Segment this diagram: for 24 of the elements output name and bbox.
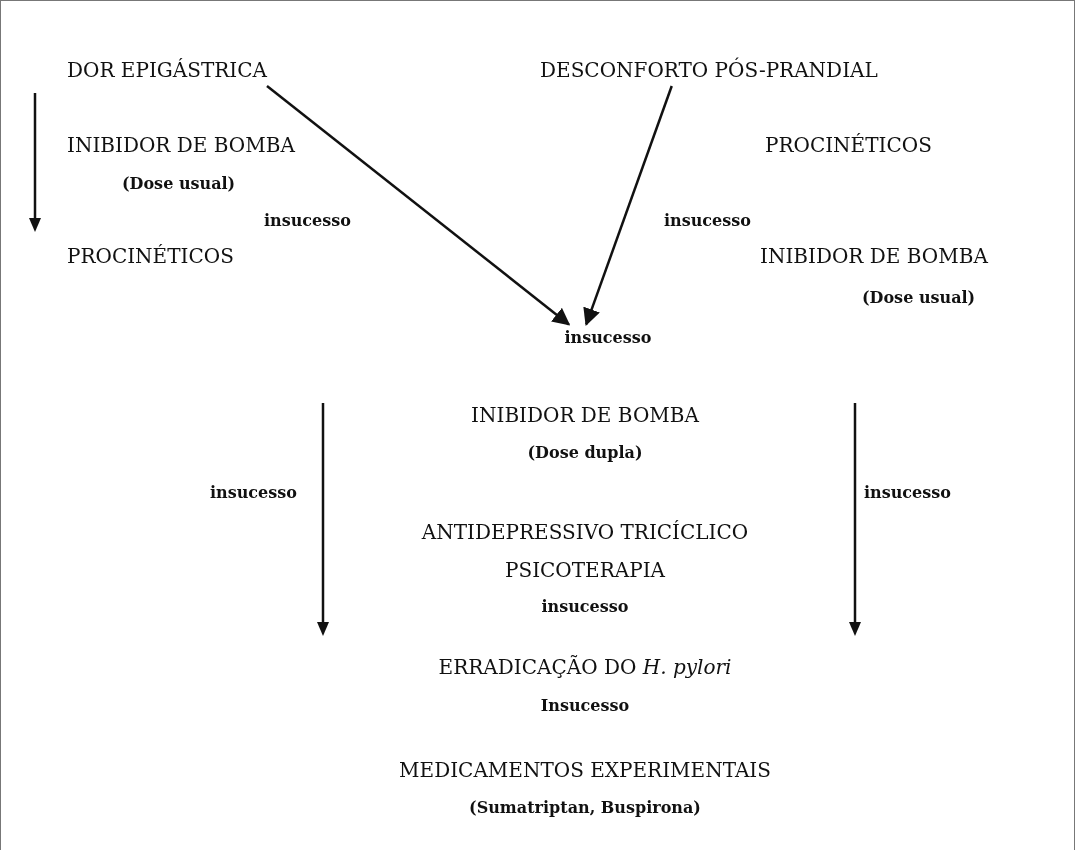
note-text: insucesso — [664, 211, 751, 231]
note-text: (Dose dupla) — [527, 443, 643, 463]
arrow — [583, 85, 673, 327]
treatment-text: ERRADICAÇÃO DO H. pylori — [438, 655, 732, 679]
step-text: insucesso — [564, 328, 652, 348]
note-text: (Dose usual) — [122, 174, 236, 194]
arrow — [266, 85, 571, 326]
treatment-text: MEDICAMENTOS EXPERIMENTAIS — [399, 758, 771, 782]
treatment-text: ANTIDEPRESSIVO TRICÍCLICO — [421, 520, 749, 544]
note-text: insucesso — [210, 483, 297, 503]
treatment-text: PROCINÉTICOS — [67, 244, 234, 268]
treatment-text: PROCINÉTICOS — [765, 133, 932, 157]
note-text: insucesso — [541, 597, 629, 617]
treatment-text: INIBIDOR DE BOMBA — [760, 244, 988, 268]
note-text: Insucesso — [540, 696, 630, 716]
treatment-text: INIBIDOR DE BOMBA — [471, 403, 699, 427]
note-text: (Sumatriptan, Buspirona) — [469, 798, 701, 818]
note-text: (Dose usual) — [862, 288, 976, 308]
step-text: DOR EPIGÁSTRICA — [67, 58, 267, 82]
note-text: insucesso — [264, 211, 351, 231]
note-text: insucesso — [864, 483, 951, 503]
treatment-text: PSICOTERAPIA — [505, 558, 665, 582]
step-text: DESCONFORTO PÓS-PRANDIAL — [540, 58, 878, 82]
treatment-text: INIBIDOR DE BOMBA — [67, 133, 295, 157]
